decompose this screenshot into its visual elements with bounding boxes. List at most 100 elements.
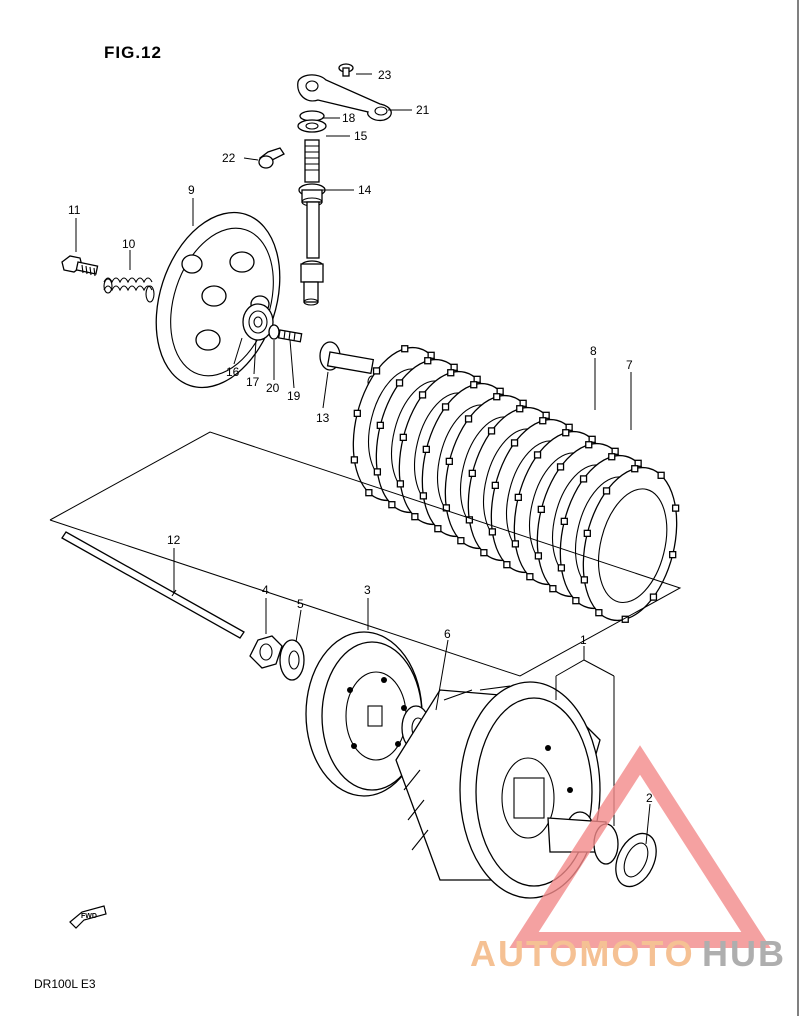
clutch-plate-tab — [493, 393, 501, 401]
clutch-plate-tab — [533, 451, 542, 459]
clutch-plate-tab — [411, 513, 419, 521]
clutch-plate-tab — [465, 516, 474, 524]
callout-11: 11 — [68, 203, 81, 217]
clutch-plate-tab — [580, 576, 589, 584]
clutch-plate-tab — [631, 465, 639, 473]
clutch-plate-tab — [516, 405, 524, 413]
callout-10: 10 — [122, 237, 136, 251]
clutch-plate-tab — [602, 487, 611, 495]
clutch-plate-tab — [447, 369, 455, 377]
callout-2: 2 — [646, 791, 653, 805]
clutch-plate-tab — [350, 456, 359, 464]
watermark-triangle-icon — [509, 745, 771, 948]
clutch-plate-tab — [585, 441, 593, 449]
clutch-plate-tab — [579, 475, 588, 483]
clutch-plate-tab — [487, 427, 496, 435]
callout-4: 4 — [262, 583, 269, 597]
clutch-plate-tab — [365, 489, 373, 497]
clutch-plate-tab — [511, 540, 520, 548]
clutch-plate-tab — [353, 409, 361, 418]
release-arm-assembly — [258, 63, 392, 306]
clutch-plate-tab — [671, 504, 680, 512]
callout-9: 9 — [188, 183, 195, 197]
callout-15: 15 — [354, 129, 368, 143]
clutch-plate-tab — [445, 457, 453, 466]
clutch-plate-tab — [399, 433, 407, 442]
clutch-plate-tab — [373, 468, 382, 476]
clutch-plate-tab — [372, 367, 381, 375]
clutch-plate-tab — [441, 403, 450, 411]
clutch-plate-tab — [539, 417, 547, 425]
clutch-plate-tab — [376, 421, 384, 430]
callout-18: 18 — [342, 111, 356, 125]
figure-title: FIG.12 — [104, 43, 162, 62]
clutch-plate-tab — [388, 501, 396, 509]
clutch-plate-tab — [556, 463, 565, 471]
callout-8: 8 — [590, 344, 597, 358]
clutch-plate-tab — [457, 537, 465, 545]
callout-6: 6 — [444, 627, 451, 641]
clutch-plate-tab — [464, 415, 473, 423]
clutch-plate-tab — [537, 505, 545, 514]
clutch-plate-tab — [534, 552, 543, 560]
callout-14: 14 — [358, 183, 372, 197]
callout-13: 13 — [316, 411, 330, 425]
clutch-plate-tab — [396, 480, 405, 488]
primary-driven-gear-housing — [395, 681, 619, 899]
callout-21: 21 — [416, 103, 430, 117]
clutch-plate-tab — [419, 492, 428, 500]
spacer-washer — [615, 832, 657, 888]
fwd-arrow-icon: FWD — [69, 905, 107, 929]
clutch-plate-tab — [560, 517, 568, 526]
clutch-plate-tab — [608, 453, 616, 461]
clutch-plate-tab — [480, 549, 488, 557]
watermark-logo: AUTOMOTO HUB — [470, 745, 786, 974]
callout-19: 19 — [287, 389, 301, 403]
callout-20: 20 — [266, 381, 280, 395]
assembly-frame-line — [49, 431, 682, 677]
clutch-plate-tab — [583, 529, 591, 538]
clutch-plate-tab — [562, 429, 570, 437]
clutch-plate-tab — [595, 609, 603, 617]
callout-17: 17 — [246, 375, 260, 389]
clutch-plate-tab — [649, 593, 658, 601]
clutch-plate-tab — [557, 564, 566, 572]
callout-labels: 23 21 18 15 22 14 9 11 10 16 17 20 19 13… — [68, 68, 653, 805]
leader-lines — [75, 73, 651, 845]
clutch-plate-stack — [350, 345, 680, 623]
watermark-text-b: HUB — [702, 933, 786, 974]
clutch-plate-tab — [669, 550, 677, 559]
clutch-plate-tab — [657, 471, 665, 479]
clutch-plate-tab — [503, 561, 511, 569]
callout-3: 3 — [364, 583, 371, 597]
callout-16: 16 — [226, 365, 240, 379]
clutch-plate-tab — [434, 525, 442, 533]
callout-7: 7 — [626, 358, 633, 372]
callout-23: 23 — [378, 68, 392, 82]
clutch-sleeve-hub — [305, 631, 423, 797]
push-rod-assembly — [61, 531, 305, 681]
clutch-plate-tab — [526, 573, 534, 581]
clutch-plate-tab — [470, 381, 478, 389]
figure-footer: DR100L E3 — [34, 977, 96, 991]
clutch-plate-tab — [418, 391, 427, 399]
clutch-plate-tab — [514, 493, 522, 502]
clutch-plate-tab — [424, 357, 432, 365]
clutch-plate-tab — [395, 379, 404, 387]
clutch-plate-tab — [401, 345, 409, 353]
callout-1: 1 — [580, 633, 587, 647]
clutch-plate-tab — [549, 585, 557, 593]
clutch-plate-tab — [468, 469, 476, 478]
clutch-plate-tab — [510, 439, 519, 447]
clutch-plate-tab — [572, 597, 580, 605]
clutch-plate-inner — [598, 488, 668, 604]
pressure-plate-assembly — [61, 211, 377, 389]
callout-5: 5 — [297, 597, 304, 611]
fwd-label: FWD — [81, 913, 97, 920]
callout-12: 12 — [167, 533, 181, 547]
clutch-plate-tab — [491, 481, 499, 490]
clutch-plate-tab — [488, 528, 497, 536]
callout-22: 22 — [222, 151, 236, 165]
clutch-plate-tab — [422, 445, 430, 454]
